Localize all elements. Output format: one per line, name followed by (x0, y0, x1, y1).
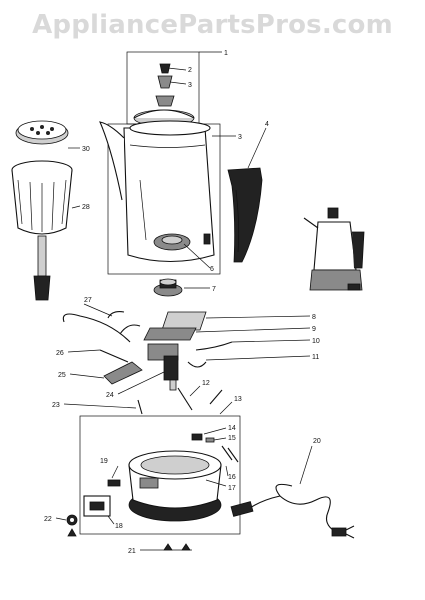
basket-cover-part-30 (15, 120, 69, 145)
screw-part-12 (177, 387, 193, 411)
bracket-part-25 (103, 361, 143, 385)
callout-9: 9 (312, 326, 316, 333)
base-assembly-box (79, 415, 241, 535)
callout-23: 23 (52, 402, 60, 409)
callout-12: 12 (202, 380, 210, 387)
callout-8: 8 (312, 314, 316, 321)
callout-19: 19 (100, 458, 108, 465)
callout-30: 30 (82, 146, 90, 153)
callout-13: 13 (234, 396, 242, 403)
callout-20: 20 (313, 438, 321, 445)
callout-3-body: 3 (238, 134, 242, 141)
power-cord-part-20 (230, 483, 355, 539)
screw-part-21 (163, 543, 173, 551)
part-7-nut (153, 278, 183, 297)
callout-14: 14 (228, 425, 236, 432)
callout-21: 21 (128, 548, 136, 555)
callout-11: 11 (312, 354, 319, 361)
switch-plate-part-8 (161, 311, 207, 331)
callout-18: 18 (115, 523, 123, 530)
callout-24: 24 (106, 392, 114, 399)
callout-28: 28 (82, 204, 90, 211)
callout-10: 10 (312, 338, 320, 345)
callout-4: 4 (265, 121, 269, 128)
percolator-body (99, 120, 215, 263)
leader-lines (55, 51, 313, 551)
callout-labels: 1 2 3 3 4 6 7 8 9 10 11 12 13 14 15 16 1… (44, 50, 321, 555)
lid-knob-parts (157, 63, 173, 89)
assembled-percolator-illustration (303, 207, 365, 291)
callout-25: 25 (58, 372, 66, 379)
coffee-basket-part-28 (11, 160, 73, 301)
watermark-text: AppliancePartsPros.com (32, 10, 393, 40)
callout-27: 27 (84, 297, 92, 304)
handle-part-4 (227, 167, 263, 263)
callout-3: 3 (188, 82, 192, 89)
callout-15: 15 (228, 435, 236, 442)
callout-22: 22 (44, 516, 52, 523)
callout-1: 1 (224, 50, 228, 57)
base-housing-part-17 (128, 450, 222, 522)
switch-part-19 (107, 479, 121, 487)
thermostat-assembly (147, 341, 233, 391)
callout-16: 16 (228, 474, 236, 481)
wire-part-23 (137, 399, 143, 415)
callout-2: 2 (188, 67, 192, 74)
bracket-part-9 (143, 327, 197, 341)
callout-7: 7 (212, 286, 216, 293)
callout-6: 6 (210, 266, 214, 273)
wire-part-26 (62, 313, 131, 343)
callout-26: 26 (56, 350, 64, 357)
callout-17: 17 (228, 485, 236, 492)
